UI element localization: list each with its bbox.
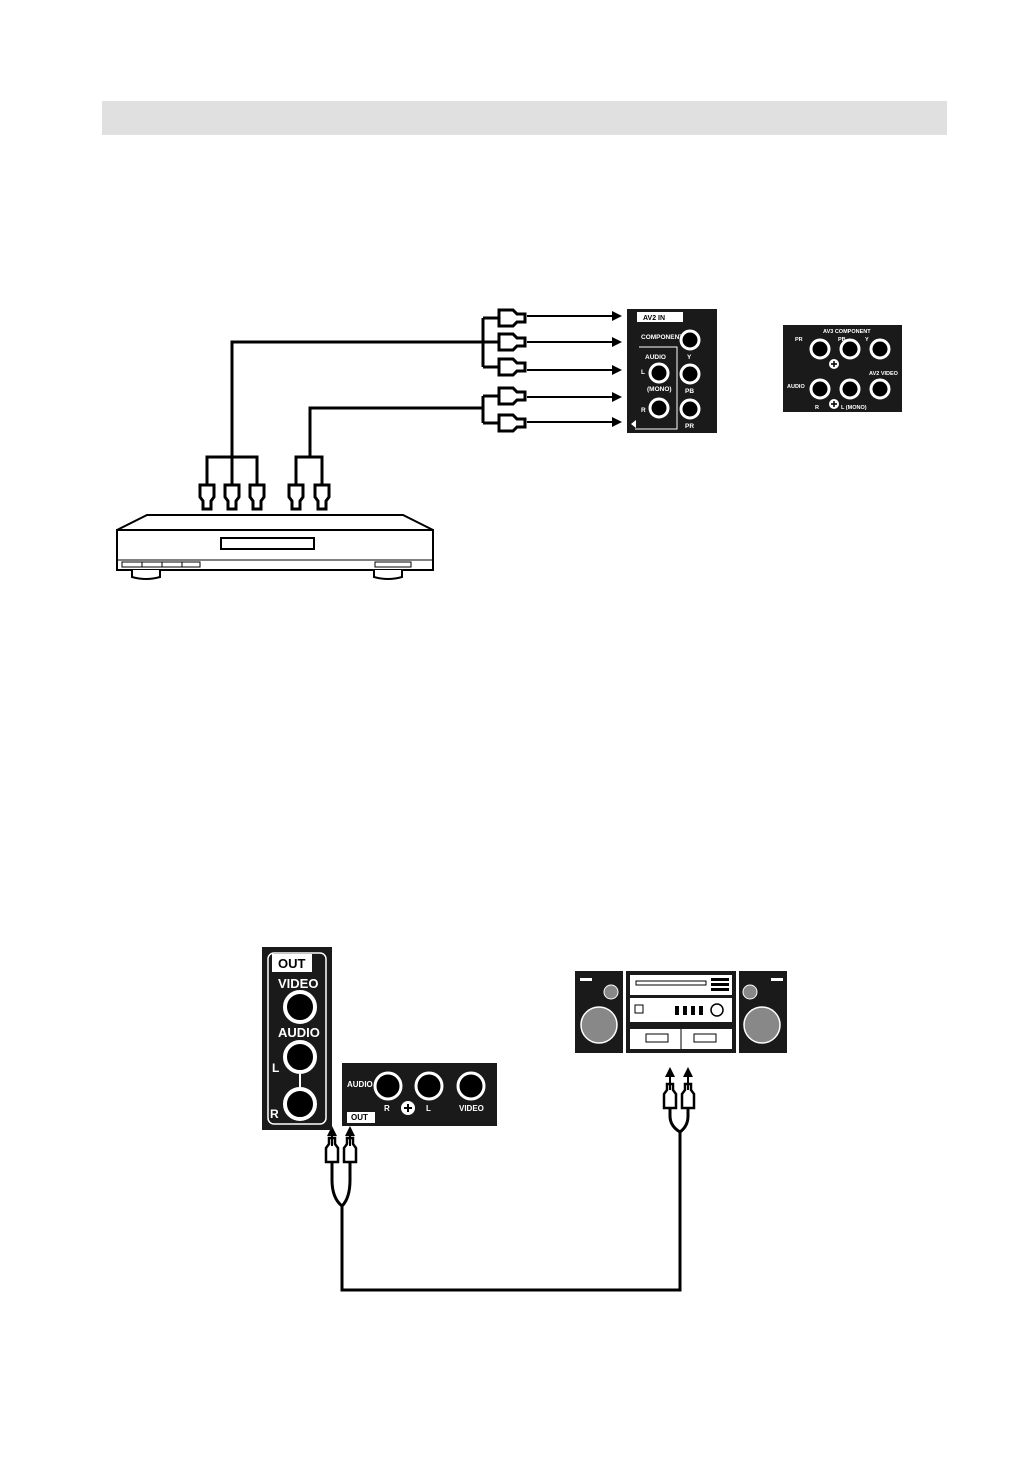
l-label: L — [641, 369, 645, 376]
component-cable — [207, 318, 499, 485]
audio-r-jack[interactable] — [650, 399, 668, 417]
dvd-player-icon — [117, 515, 433, 579]
video-out-jack[interactable] — [285, 992, 315, 1022]
mono-label: (MONO) — [647, 386, 672, 393]
video-label: VIDEO — [278, 976, 318, 991]
audio-r-out-jack[interactable] — [285, 1089, 315, 1119]
component-pb-jack[interactable] — [681, 365, 699, 383]
av2-in-panel: AV2 IN COMPONENT Y AUDIO L (MONO) R PB P… — [627, 309, 717, 433]
av3-y-jack[interactable] — [871, 340, 889, 358]
out-label: OUT — [278, 956, 306, 971]
av3-component-panel: AV3 COMPONENT PR PB Y AUDIO AV2 VIDEO R … — [783, 325, 902, 412]
r-label: R — [641, 407, 646, 414]
rca-plugs-right — [499, 310, 525, 431]
av3-pb-jack[interactable] — [841, 340, 859, 358]
component-label: COMPONENT — [641, 334, 683, 341]
r-label: R — [270, 1107, 279, 1121]
audio-video-out-panel-alt: AUDIO R L VIDEO OUT — [342, 1063, 497, 1126]
l-label: L — [272, 1061, 279, 1075]
av3-r-label: R — [815, 405, 819, 411]
audio-l-jack[interactable] — [650, 364, 668, 382]
stereo-system-icon — [575, 971, 787, 1053]
audio-video-out-panel: OUT VIDEO AUDIO L R — [262, 947, 332, 1130]
rca-plugs-stereo — [664, 1067, 694, 1108]
out-small-audio-label: AUDIO — [347, 1080, 373, 1089]
av3-video-jack[interactable] — [871, 380, 889, 398]
av3-l-mono-label: L (MONO) — [841, 405, 867, 411]
pb-label: PB — [685, 388, 694, 395]
audio-label: AUDIO — [278, 1025, 320, 1040]
av3-y-label: Y — [865, 337, 869, 343]
out-small-r-label: R — [384, 1104, 390, 1113]
av3-audio-label: AUDIO — [787, 384, 805, 390]
component-pr-jack[interactable] — [681, 400, 699, 418]
av3-av2-video-label: AV2 VIDEO — [869, 371, 899, 377]
rca-plugs-out — [326, 1126, 356, 1162]
av3-pr-jack[interactable] — [811, 340, 829, 358]
audio-label: AUDIO — [645, 354, 666, 361]
out-small-audio-r-jack[interactable] — [375, 1073, 401, 1099]
y-label: Y — [687, 354, 692, 361]
signal-arrows — [527, 311, 622, 427]
rca-plugs-dvd — [200, 485, 329, 509]
pr-label: PR — [685, 423, 694, 430]
av3-audio-r-jack[interactable] — [811, 380, 829, 398]
av3-audio-l-jack[interactable] — [841, 380, 859, 398]
out-small-video-label: VIDEO — [459, 1104, 484, 1113]
audio-out-cable — [342, 1130, 680, 1290]
av3-title: AV3 COMPONENT — [823, 329, 871, 335]
av3-pr-label: PR — [795, 337, 803, 343]
out-small-video-jack[interactable] — [458, 1073, 484, 1099]
out-small-out-label: OUT — [351, 1113, 368, 1122]
audio-cable — [296, 396, 499, 485]
audio-out-diagram — [0, 940, 1032, 1320]
audio-l-out-jack[interactable] — [285, 1042, 315, 1072]
component-y-jack[interactable] — [681, 331, 699, 349]
out-small-l-label: L — [426, 1104, 431, 1113]
component-connection-diagram — [0, 0, 1032, 620]
out-small-audio-l-jack[interactable] — [416, 1073, 442, 1099]
av2-in-title: AV2 IN — [643, 315, 665, 322]
